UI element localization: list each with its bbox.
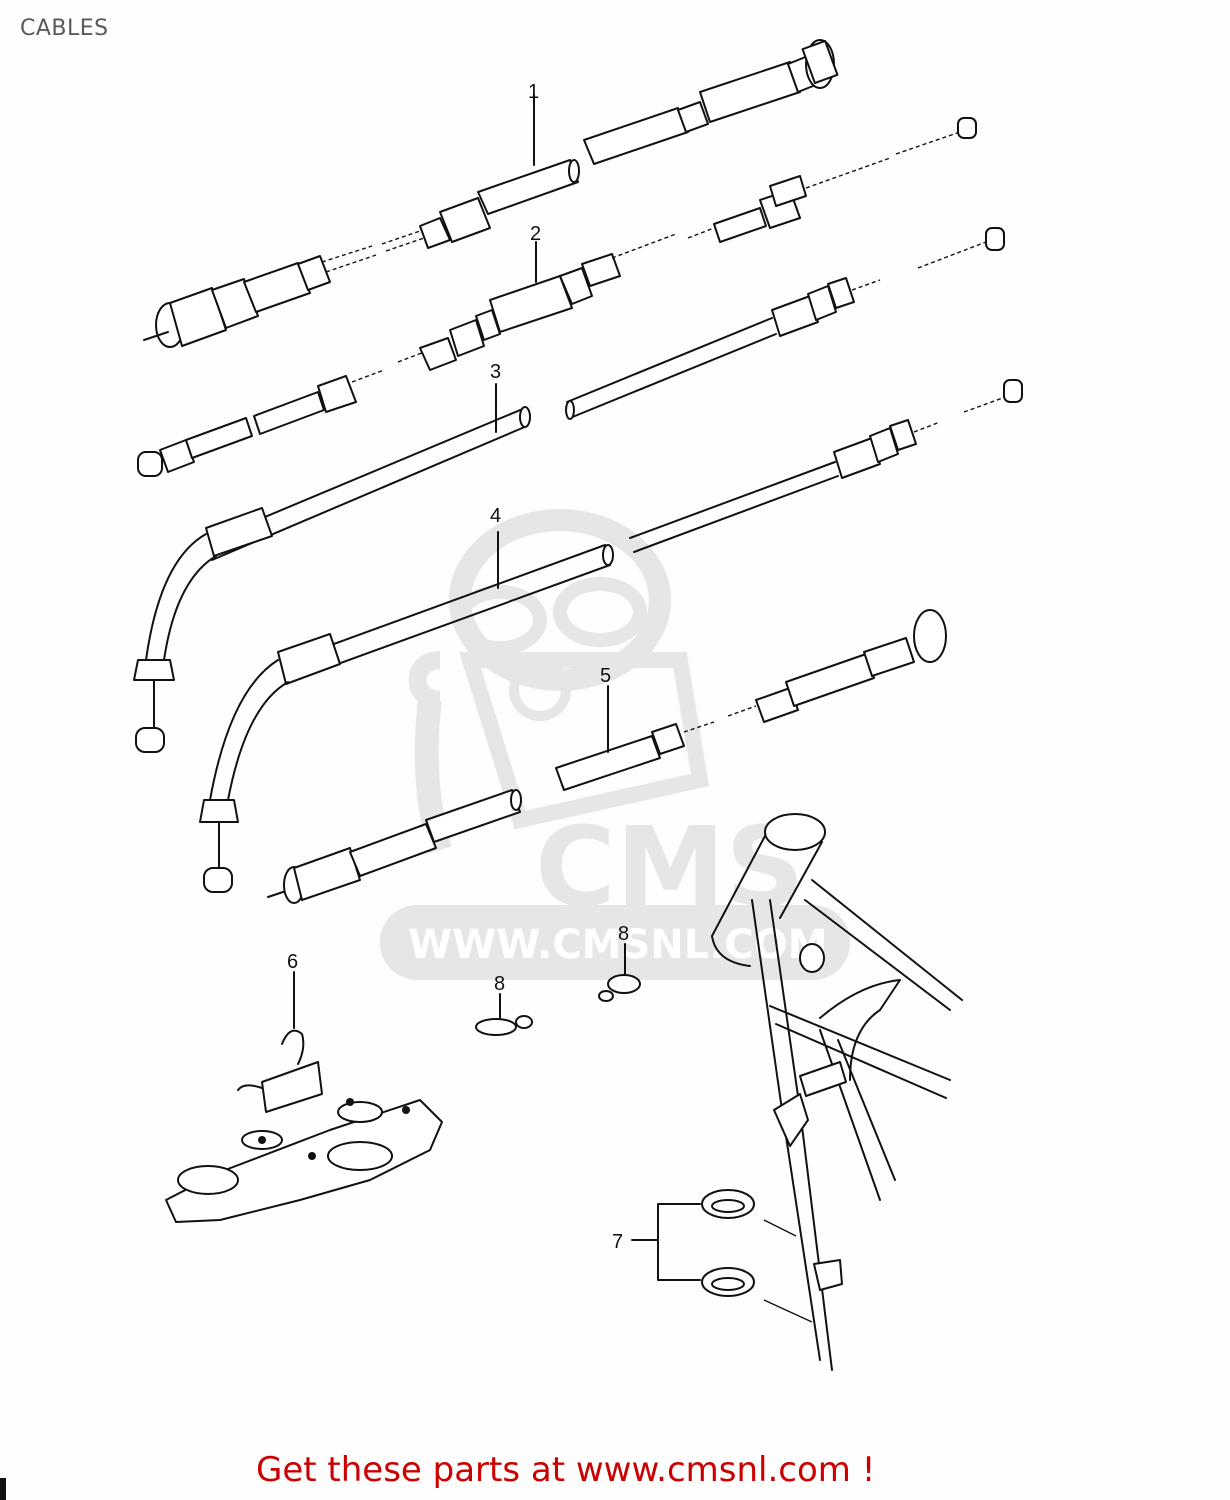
- steering-stem-clamp: [165, 1098, 443, 1223]
- throttle-cable-b[interactable]: [199, 379, 1023, 893]
- callout-2: 2: [530, 223, 541, 245]
- wire-clip-left[interactable]: [475, 993, 533, 1036]
- cable-guide-bracket[interactable]: [237, 971, 323, 1113]
- tachometer-cable[interactable]: [267, 609, 947, 904]
- callout-3: 3: [490, 361, 501, 383]
- page-title: CABLES: [20, 16, 109, 41]
- wire-clip-right[interactable]: [598, 943, 641, 1002]
- throttle-cable-a[interactable]: [133, 227, 1005, 753]
- callout-7: 7: [612, 1231, 623, 1253]
- callout-1: 1: [528, 81, 539, 103]
- clutch-cable[interactable]: [397, 117, 977, 371]
- callout-4: 4: [490, 505, 501, 527]
- frame-section: [711, 813, 963, 1371]
- get-parts-link[interactable]: Get these parts at www.cmsnl.com !: [256, 1450, 876, 1490]
- callout-6: 6: [287, 951, 298, 973]
- speedometer-cable[interactable]: [143, 39, 839, 348]
- callout-5: 5: [600, 665, 611, 687]
- callout-8b: 8: [618, 923, 629, 945]
- cable-clamps[interactable]: [631, 1189, 813, 1323]
- edge-mark: [0, 1478, 6, 1500]
- callout-8a: 8: [494, 973, 505, 995]
